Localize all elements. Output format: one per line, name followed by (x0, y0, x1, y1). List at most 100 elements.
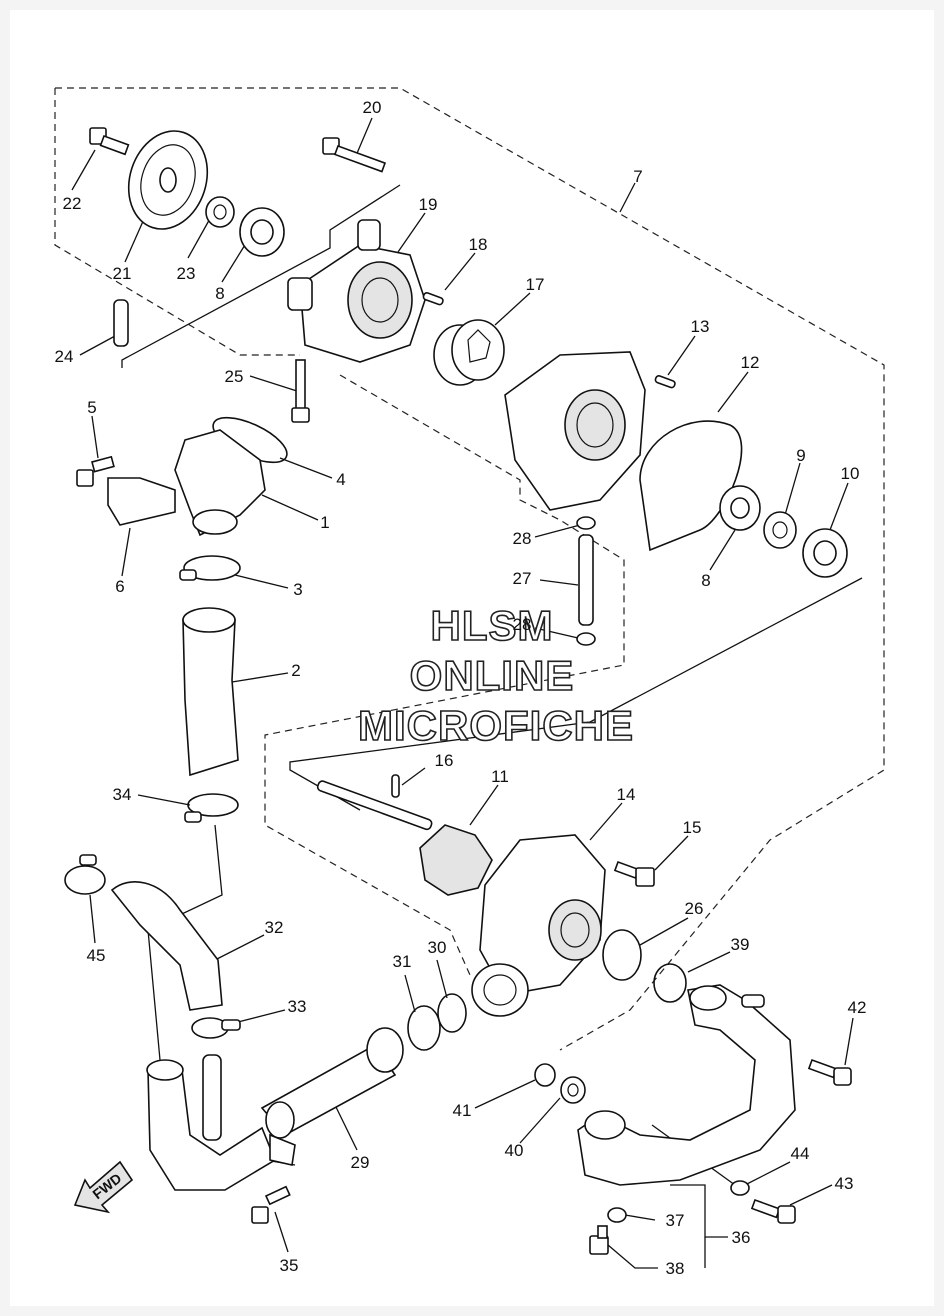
callout-35: 35 (280, 1256, 299, 1275)
o-ring-28-lower-icon (576, 632, 596, 646)
callout-19: 19 (419, 195, 438, 214)
leader-14 (589, 802, 623, 841)
leader-45 (89, 894, 96, 944)
leader-34 (137, 794, 191, 806)
callout-3: 3 (293, 580, 302, 599)
hose-2-icon (182, 619, 239, 777)
bolt-35-icon (251, 1185, 291, 1224)
callout-8-lower: 8 (701, 571, 710, 590)
leader-2 (231, 672, 289, 683)
hose-clamp-33-icon (191, 1017, 241, 1039)
leader-41 (474, 1079, 536, 1109)
water-pipe-29-icon (260, 1027, 404, 1166)
callout-16: 16 (435, 751, 454, 770)
leader-36 (670, 1184, 728, 1238)
callout-15: 15 (683, 818, 702, 837)
mechanical-seal-10-icon (802, 528, 848, 578)
pipe-27-icon (578, 534, 594, 626)
callout-28-upper: 28 (513, 529, 532, 548)
bolt-43-icon (750, 1198, 796, 1224)
o-ring-28-upper-icon (576, 516, 596, 530)
leader-29 (334, 1104, 358, 1151)
callout-8-upper: 8 (215, 284, 224, 303)
rotor-17-icon (433, 319, 505, 386)
leader-32 (214, 934, 265, 961)
callout-25: 25 (225, 367, 244, 386)
callout-38: 38 (666, 1259, 685, 1278)
leader-27 (539, 579, 579, 586)
leader-28b (534, 627, 579, 639)
callout-2: 2 (291, 661, 300, 680)
gasket-12-icon (639, 420, 743, 552)
washer-44-icon (730, 1180, 750, 1196)
hose-clamp-45-icon (64, 854, 106, 895)
pump-housing-19-icon (287, 219, 426, 363)
callout-45: 45 (87, 946, 106, 965)
leader-28a (534, 524, 581, 538)
hose-2-end-icon (182, 607, 236, 633)
watermark: HLSM ONLINE MICROFICHE (357, 601, 634, 750)
watermark-line-1: HLSM (431, 602, 554, 649)
callout-1: 1 (320, 513, 329, 532)
leader-23 (187, 214, 213, 259)
watermark-line-3: MICROFICHE (358, 702, 634, 749)
bearing-8-upper-icon (239, 207, 285, 257)
leader-43 (789, 1184, 833, 1206)
callout-24: 24 (55, 347, 74, 366)
leader-38 (607, 1244, 658, 1269)
callout-22: 22 (63, 194, 82, 213)
leader-12 (717, 371, 749, 413)
pin-18-icon (422, 292, 444, 306)
callout-21: 21 (113, 264, 132, 283)
callout-32: 32 (265, 918, 284, 937)
coolant-pipe-icon (147, 1069, 276, 1191)
seal-9-icon (763, 511, 797, 549)
callout-34: 34 (113, 785, 132, 804)
bolt-5-icon (76, 455, 115, 487)
leader-42 (844, 1017, 854, 1066)
leader-35 (274, 1211, 289, 1253)
washer-37-icon (607, 1207, 627, 1223)
callout-31: 31 (393, 952, 412, 971)
sprocket-21-icon (127, 130, 209, 230)
leader-5 (91, 415, 99, 459)
leader-37 (624, 1214, 656, 1221)
collar-23-icon (205, 196, 235, 228)
callout-9: 9 (796, 446, 805, 465)
leader-19 (397, 212, 426, 253)
callout-30: 30 (428, 938, 447, 957)
leader-22 (71, 149, 96, 191)
leader-17 (494, 292, 531, 326)
leader-30 (436, 959, 448, 999)
pin-16-icon (391, 774, 400, 798)
hose-clamp-34-icon (184, 793, 239, 823)
leader-18 (444, 252, 476, 291)
callout-20: 20 (363, 98, 382, 117)
callout-10: 10 (841, 464, 860, 483)
bolt-15-icon (613, 860, 655, 887)
bolt-42-icon (807, 1058, 852, 1086)
leader-3 (234, 574, 289, 589)
pump-cover-14-icon (471, 834, 606, 1017)
callout-36: 36 (732, 1228, 751, 1247)
bolt-25-icon (291, 359, 310, 423)
leader-11 (469, 784, 499, 826)
callout-14: 14 (617, 785, 636, 804)
callout-23: 23 (177, 264, 196, 283)
leader-24 (79, 335, 116, 356)
grommet-41-icon (534, 1063, 556, 1087)
bearing-8-lower-icon (719, 485, 761, 531)
hose-32-icon (110, 881, 223, 1011)
o-ring-39-icon (653, 963, 687, 1003)
fwd-arrow-icon (73, 1160, 134, 1214)
watermark-line-2: ONLINE (410, 652, 575, 699)
coolant-pipe-end-icon (146, 1059, 184, 1081)
callout-27: 27 (513, 569, 532, 588)
leader-8b (709, 529, 736, 571)
callout-41: 41 (453, 1101, 472, 1120)
o-ring-31-icon (407, 1005, 441, 1051)
assembly-boundary-left (54, 88, 300, 356)
collar-40-icon (560, 1076, 586, 1104)
callout-39: 39 (731, 935, 750, 954)
pump-body-7-icon (504, 351, 646, 511)
